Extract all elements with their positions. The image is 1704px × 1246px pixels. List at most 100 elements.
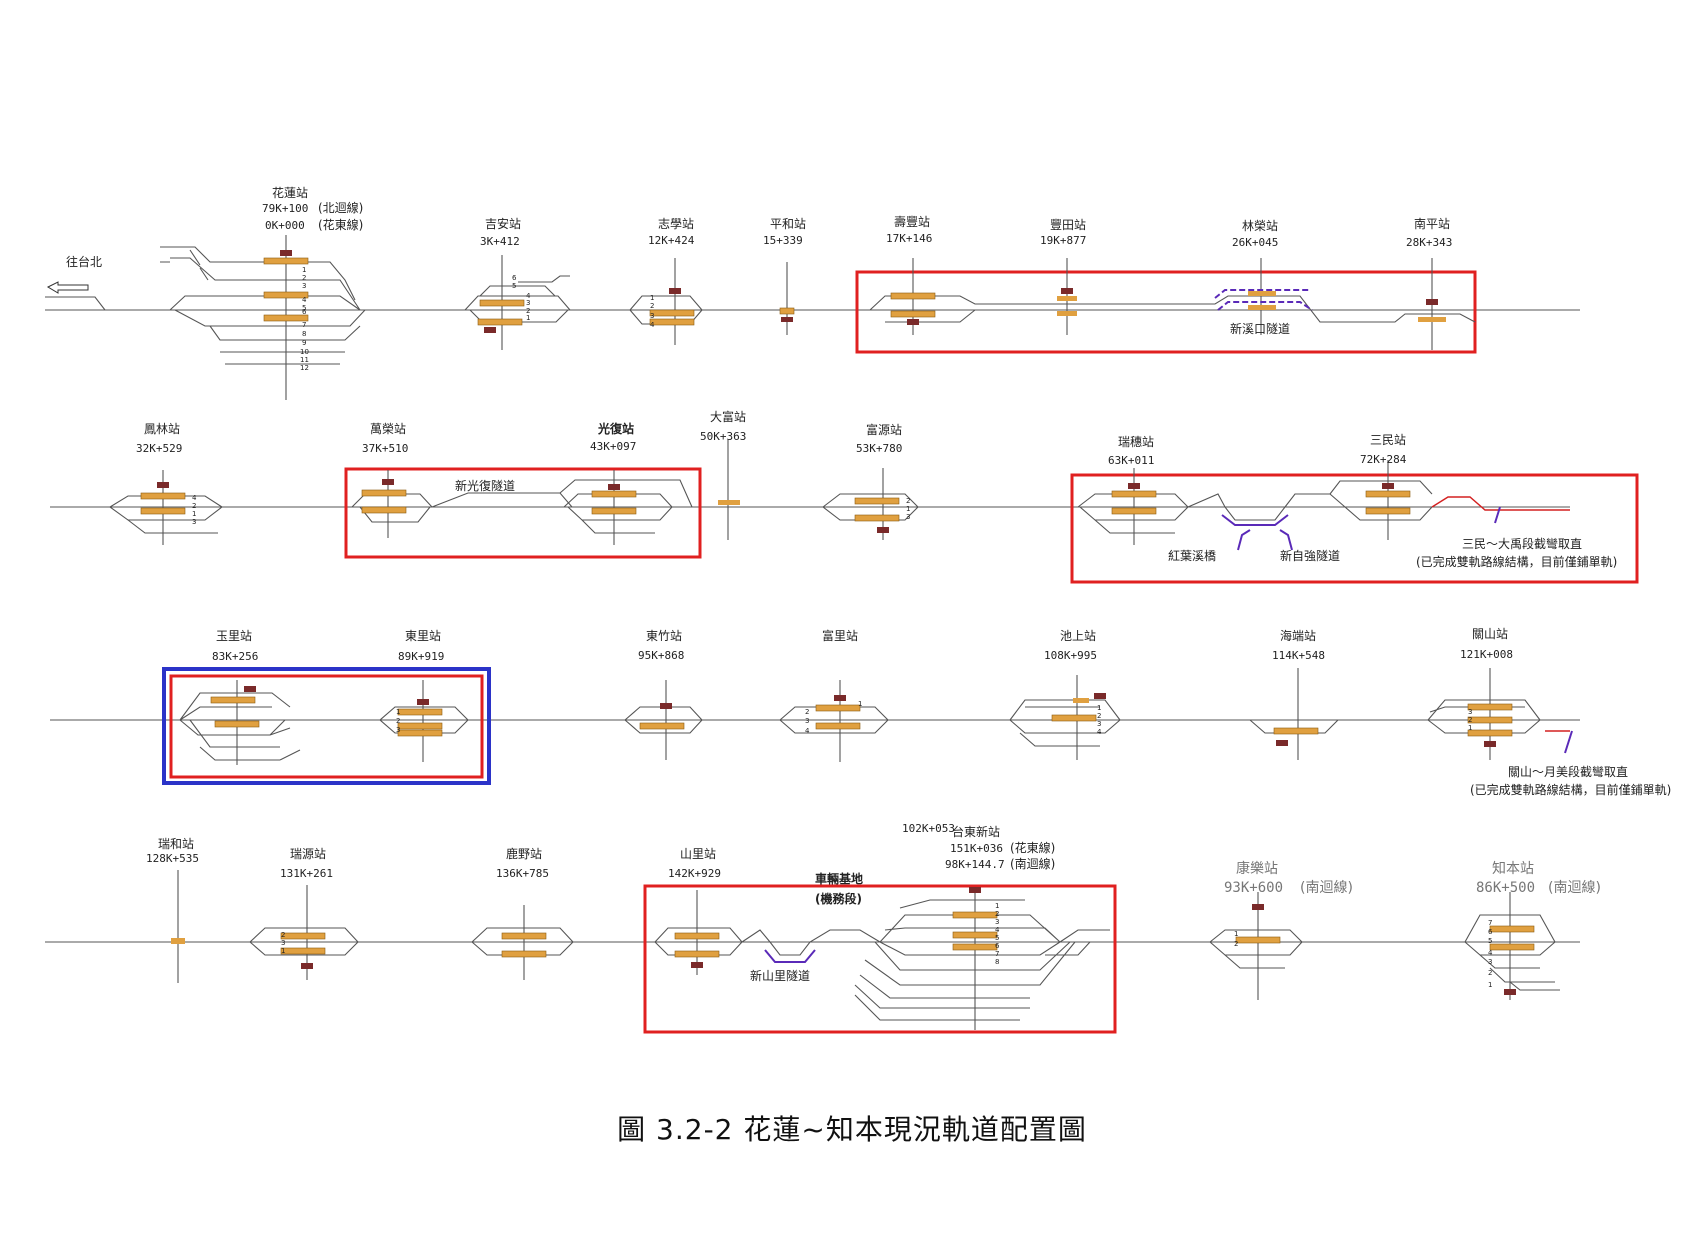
svg-text:1: 1 [526,314,530,322]
svg-text:1: 1 [858,700,862,708]
line-note: (南迴線) [1300,880,1353,896]
station-km: 63K+011 [1108,454,1154,467]
svg-text:4: 4 [192,494,197,502]
station-pinghe: 平和站 15+339 [763,217,806,335]
svg-text:5: 5 [512,282,516,290]
line-note: (花東線) [1010,840,1055,855]
station-km: 128K+535 [146,852,199,865]
track-north-branch [45,296,106,311]
figure-caption: 圖 3.2-2 花蓮~知本現況軌道配置圖 [617,1113,1087,1146]
svg-text:2: 2 [526,307,530,315]
svg-text:3: 3 [192,518,196,526]
highlight-box-wanrong-guangfu [344,467,702,559]
svg-text:1: 1 [995,902,999,910]
station-km: 50K+363 [700,430,746,443]
svg-text:3: 3 [1488,958,1492,966]
highlight-box-ruisui-sanmin [1070,473,1639,584]
station-kangle: 1 2 康樂站 93K+600 (南迴線) [1209,860,1353,1000]
svg-text:1: 1 [281,947,285,955]
svg-text:3: 3 [396,726,400,734]
station-name: 東里站 [405,629,441,643]
station-name: 山里站 [680,847,716,861]
svg-text:8: 8 [995,958,999,966]
station-km: 86K+500 [1476,880,1535,896]
station-km: 17K+146 [886,232,932,245]
station-name: 南平站 [1414,216,1450,231]
depot-label-sub: (機務段) [815,891,862,906]
svg-text:2: 2 [192,502,196,510]
station-km: 93K+600 [1224,880,1283,896]
station-km: 37K+510 [362,442,408,455]
station-name: 鳳林站 [144,422,180,436]
station-guangfu: 光復站 43K+097 [563,421,673,545]
station-name: 池上站 [1060,629,1096,643]
station-luye: 鹿野站 136K+785 [471,846,574,980]
svg-text:2: 2 [995,910,999,918]
svg-text:12: 12 [300,364,309,372]
svg-text:11: 11 [300,356,309,364]
station-km: 108K+995 [1044,649,1097,662]
station-name: 富源站 [866,422,902,437]
svg-text:2: 2 [906,497,910,505]
station-name: 玉里站 [216,629,252,643]
station-yuli: 玉里站 83K+256 [179,629,301,765]
svg-text:3: 3 [302,282,306,290]
station-km: 72K+284 [1360,453,1407,466]
svg-text:6: 6 [995,942,1000,950]
station-km2: 0K+000 [265,219,305,232]
station-km: 136K+785 [496,867,549,880]
line-note: (南迴線) [1548,880,1601,896]
svg-text:4: 4 [302,296,307,304]
depot-label: 車輛基地 [815,871,863,886]
svg-text:5: 5 [1488,937,1492,945]
svg-text:3: 3 [650,312,654,320]
svg-text:1: 1 [1234,930,1238,938]
line-note2: (花東線) [318,217,363,232]
station-fengtian: 豐田站 19K+877 [1040,218,1086,335]
station-name: 豐田站 [1050,218,1086,232]
station-km: 32K+529 [136,442,182,455]
direction-label: 往台北 [66,254,102,269]
svg-text:1: 1 [396,708,400,716]
svg-text:3: 3 [805,717,809,725]
svg-text:4: 4 [526,292,531,300]
svg-text:5: 5 [302,304,306,312]
station-km: 114K+548 [1272,649,1325,662]
station-km: 53K+780 [856,442,902,455]
svg-text:2: 2 [805,708,809,716]
svg-text:3: 3 [281,939,285,947]
svg-text:1: 1 [1097,704,1101,712]
station-name: 三民站 [1370,433,1406,447]
svg-text:2: 2 [281,931,285,939]
svg-text:4: 4 [650,321,655,329]
station-name: 壽豐站 [894,214,930,229]
svg-text:1: 1 [192,510,196,518]
svg-text:6: 6 [1488,928,1493,936]
station-name: 康樂站 [1236,860,1278,877]
svg-text:5: 5 [995,934,999,942]
station-name: 東竹站 [646,629,682,643]
station-km: 79K+100 [262,202,308,215]
station-shoufeng: 壽豐站 17K+146 [886,214,936,335]
station-linrong: 林榮站 26K+045 新溪口隧道 [1214,219,1313,336]
svg-text:2: 2 [1234,940,1238,948]
tunnel-label: 新溪口隧道 [1230,321,1290,336]
tunnel-label: 新自強隧道 [1280,548,1340,563]
station-name: 吉安站 [485,216,521,231]
svg-text:2: 2 [396,717,400,725]
svg-text:6: 6 [512,274,517,282]
station-name: 萬榮站 [370,422,406,436]
station-name: 花蓮站 [272,185,308,200]
arrow-left-icon [46,281,89,294]
station-km2: 98K+144.7 [945,858,1005,871]
svg-text:1: 1 [906,505,910,513]
station-name: 台東新站 [952,824,1000,839]
svg-text:10: 10 [300,348,309,356]
